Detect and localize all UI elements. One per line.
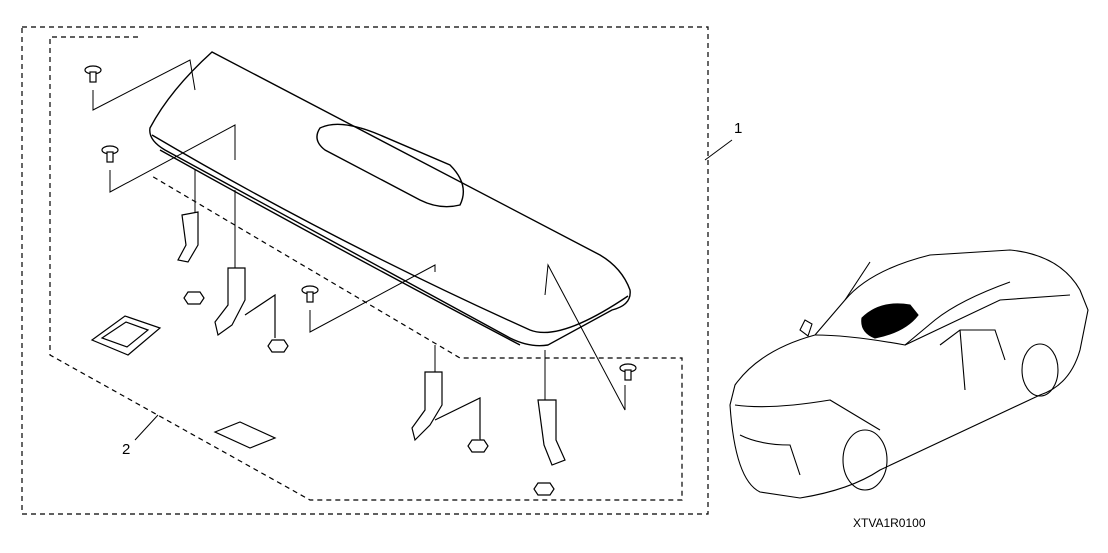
- screw-icons: [84, 65, 637, 381]
- nut-icon: [267, 339, 289, 353]
- nut-icon: [467, 439, 489, 453]
- nut-icon: [533, 482, 555, 496]
- nut-icon: [183, 291, 205, 305]
- callout-2-leader: [134, 414, 159, 441]
- bracket-icon: [177, 211, 199, 263]
- screw-icon: [84, 65, 102, 83]
- cleaning-pad-icon: [213, 421, 277, 449]
- callout-2-label: 2: [122, 441, 131, 458]
- kit-boundary: [21, 26, 709, 515]
- vehicle-illustration: [729, 249, 1089, 499]
- diagram-code: XTVA1R0100: [853, 516, 926, 530]
- tape-pad-icon: [90, 315, 162, 356]
- spoiler: [149, 51, 631, 347]
- callout-1-leader: [704, 139, 733, 161]
- nut-icons: [183, 291, 555, 496]
- screw-icon: [301, 285, 319, 303]
- bracket-icon: [214, 267, 246, 337]
- spoiler-location-highlight: [861, 303, 919, 339]
- callout-1-label: 1: [734, 120, 743, 137]
- screw-icon: [101, 145, 119, 163]
- bracket-icons: [177, 211, 566, 466]
- bracket-icon: [411, 371, 443, 442]
- bracket-icon: [537, 399, 566, 466]
- screw-icon: [619, 363, 637, 381]
- pad-icons: [90, 315, 277, 449]
- leader-lines: [92, 59, 626, 411]
